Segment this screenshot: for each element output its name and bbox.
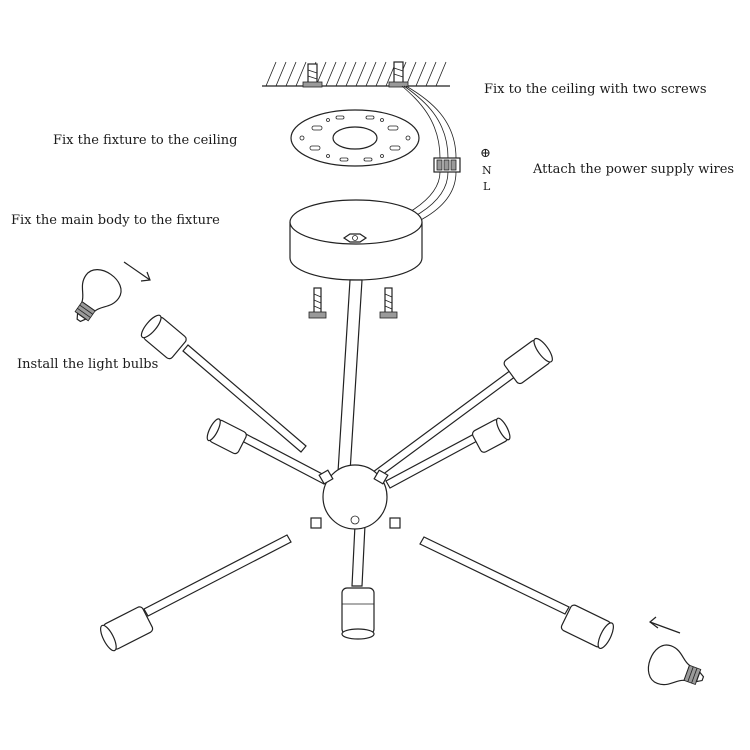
socket-lower-left-icon xyxy=(100,606,154,652)
socket-lower-right-icon xyxy=(560,604,614,650)
arrow-lower-icon xyxy=(649,616,681,634)
canopy-icon xyxy=(289,199,423,281)
socket-left-icon xyxy=(206,418,247,455)
socket-upper-right-icon xyxy=(503,337,553,385)
canopy-screw-left-icon xyxy=(308,287,327,319)
terminal-block-icon xyxy=(433,157,461,173)
light-bulb-lower-icon xyxy=(647,644,705,686)
ceiling-screws-label: Fix to the ceiling with two screws xyxy=(484,82,707,97)
fixture-ceiling-label: Fix the fixture to the ceiling xyxy=(53,133,238,148)
bulbs-label: Install the light bulbs xyxy=(17,357,159,372)
down-rod xyxy=(337,279,363,473)
arrow-icon xyxy=(123,261,151,282)
arms xyxy=(143,344,570,617)
socket-upper-left-icon xyxy=(140,314,187,360)
canopy-screw-right-icon xyxy=(379,287,398,319)
socket-bottom-icon xyxy=(341,587,375,640)
mounting-plate-icon xyxy=(290,109,420,167)
supply-wires xyxy=(401,85,457,159)
live-marker: L xyxy=(483,180,491,193)
power-wires-label: Attach the power supply wires xyxy=(533,162,735,177)
ground-marker: ⊕ xyxy=(480,146,491,161)
ceiling xyxy=(262,61,450,87)
socket-right-icon xyxy=(471,417,511,453)
ceiling-screw-left-icon xyxy=(302,63,323,88)
light-bulb-upper-icon xyxy=(74,269,122,323)
ceiling-screw-right-icon xyxy=(388,61,409,88)
hub-icon xyxy=(310,464,401,530)
neutral-marker: N xyxy=(482,164,492,177)
main-body-label: Fix the main body to the fixture xyxy=(11,213,220,228)
